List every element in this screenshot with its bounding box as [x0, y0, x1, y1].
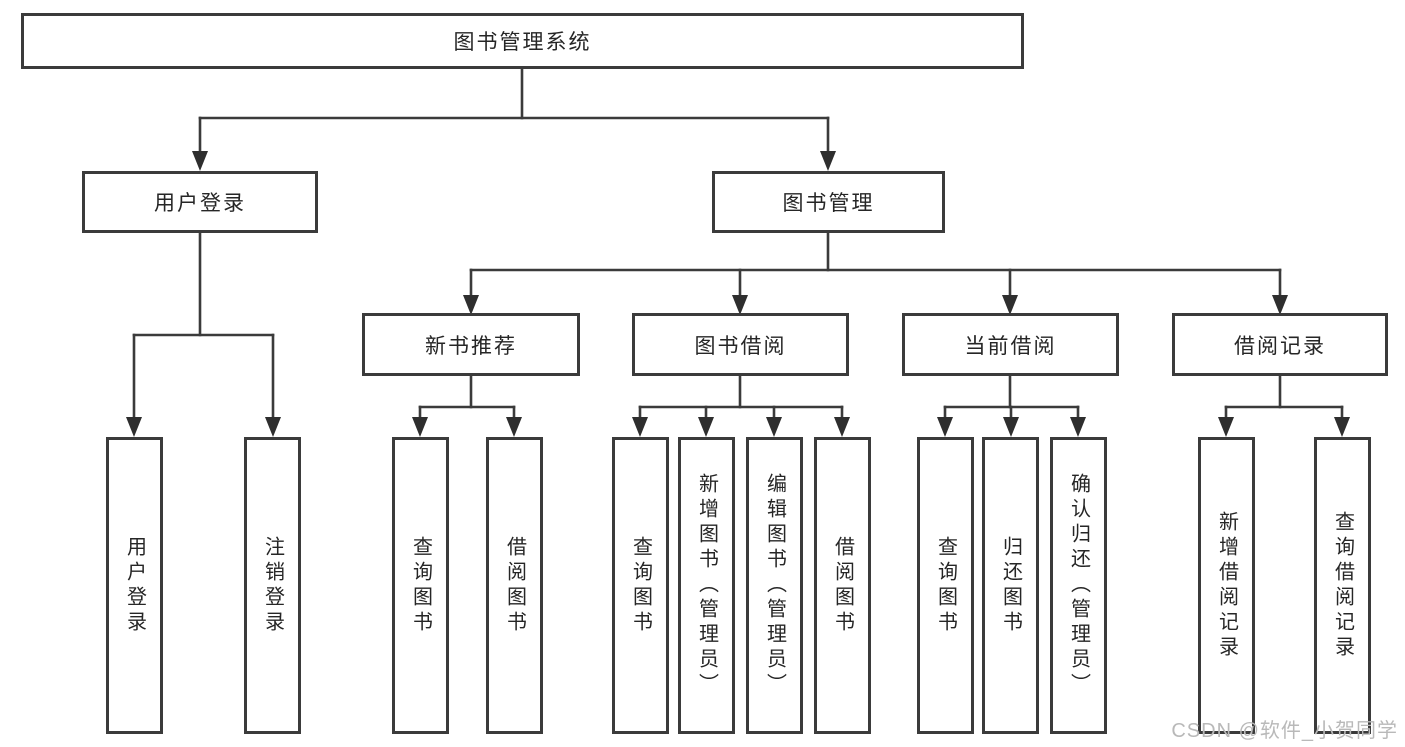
node-label: 查询图书: [409, 535, 432, 636]
node-label: 新书推荐: [425, 334, 517, 358]
leaf-add-books-admin: 新增图书（管理员）: [678, 437, 735, 734]
csdn-watermark: CSDN @软件_小贺同学: [1171, 720, 1398, 742]
node-label: 图书管理: [782, 192, 875, 215]
node-label: 借阅图书: [503, 535, 526, 636]
node-book-borrowing: 图书借阅: [632, 313, 849, 376]
leaf-borrow-books-recommend: 借阅图书: [486, 437, 543, 734]
node-label: 编辑图书（管理员）: [763, 473, 786, 698]
leaf-query-books-borrowing: 查询图书: [612, 437, 669, 734]
arrowheads: [126, 151, 1350, 437]
node-label: 查询图书: [934, 535, 957, 636]
node-label: 图书管理系统: [453, 31, 592, 54]
node-new-book-recommendation: 新书推荐: [362, 313, 580, 376]
node-label: 借阅图书: [831, 535, 854, 636]
node-user-login: 用户登录: [82, 171, 318, 233]
leaf-logout: 注销登录: [244, 437, 301, 734]
node-label: 注销登录: [261, 535, 284, 636]
node-label: 归还图书: [999, 535, 1022, 636]
leaf-query-books-current: 查询图书: [917, 437, 974, 734]
node-label: 查询借阅记录: [1331, 510, 1354, 661]
node-label: 新增借阅记录: [1215, 510, 1238, 661]
node-borrowing-records: 借阅记录: [1172, 313, 1388, 376]
leaf-add-borrow-record: 新增借阅记录: [1198, 437, 1255, 734]
node-library-management-system: 图书管理系统: [21, 13, 1024, 69]
node-book-management: 图书管理: [712, 171, 945, 233]
leaf-edit-books-admin: 编辑图书（管理员）: [746, 437, 803, 734]
node-label: 当前借阅: [964, 334, 1057, 358]
node-label: 查询图书: [629, 535, 652, 636]
leaf-borrow-books-borrowing: 借阅图书: [814, 437, 871, 734]
node-label: 图书借阅: [694, 334, 787, 358]
node-label: 借阅记录: [1234, 334, 1326, 358]
leaf-confirm-return-admin: 确认归还（管理员）: [1050, 437, 1107, 734]
leaf-query-borrow-record: 查询借阅记录: [1314, 437, 1371, 734]
leaf-user-login: 用户登录: [106, 437, 163, 734]
node-label: 用户登录: [123, 535, 146, 636]
node-label: 确认归还（管理员）: [1067, 473, 1090, 698]
node-label: 新增图书（管理员）: [695, 473, 718, 698]
leaf-return-books: 归还图书: [982, 437, 1039, 734]
leaf-query-books-recommend: 查询图书: [392, 437, 449, 734]
node-current-borrowing: 当前借阅: [902, 313, 1119, 376]
node-label: 用户登录: [154, 192, 246, 215]
